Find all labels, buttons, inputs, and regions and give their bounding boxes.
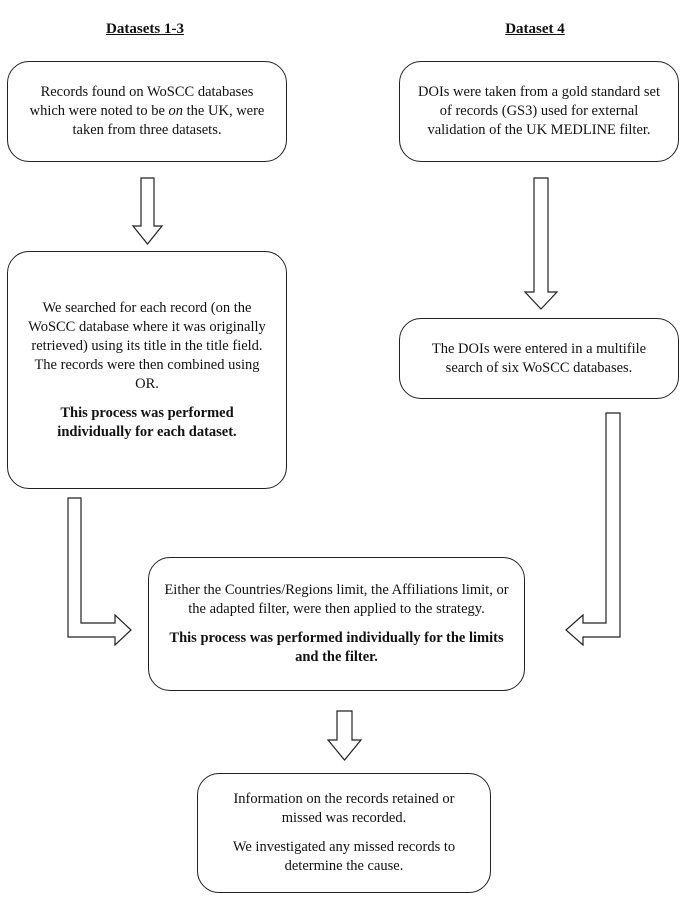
records-found-text: Records found on WoSCC databases which w…: [29, 84, 265, 138]
box-dois-taken: DOIs were taken from a gold standard set…: [399, 61, 679, 162]
apply-limits-text: Either the Countries/Regions limit, the …: [164, 582, 509, 617]
search-records-bold-note: This process was performed individually …: [57, 404, 237, 440]
heading-dataset-4: Dataset 4: [505, 21, 565, 37]
apply-limits-bold-note: This process was performed individually …: [169, 630, 504, 665]
heading-datasets-1-3: Datasets 1-3: [106, 21, 184, 37]
arrow-down-center: [326, 710, 363, 761]
box-apply-limits: Either the Countries/Regions limit, the …: [148, 557, 525, 691]
information-recorded-text: Information on the records retained or m…: [233, 791, 455, 826]
box-dois-entered: The DOIs were entered in a multifile sea…: [399, 318, 679, 399]
box-records-found: Records found on WoSCC databases which w…: [7, 61, 287, 162]
dois-taken-text: DOIs were taken from a gold standard set…: [418, 84, 660, 138]
search-records-text: We searched for each record (on the WoSC…: [28, 299, 266, 392]
investigate-missed-text: We investigated any missed records to de…: [232, 839, 456, 874]
box-information-recorded: Information on the records retained or m…: [197, 773, 491, 893]
arrow-elbow-left: [67, 497, 132, 647]
arrow-down-right-1: [523, 177, 559, 310]
dois-entered-text: The DOIs were entered in a multifile sea…: [431, 340, 647, 376]
box-search-records: We searched for each record (on the WoSC…: [7, 251, 287, 489]
arrow-down-left-1: [131, 177, 164, 245]
arrow-elbow-right: [565, 412, 621, 647]
